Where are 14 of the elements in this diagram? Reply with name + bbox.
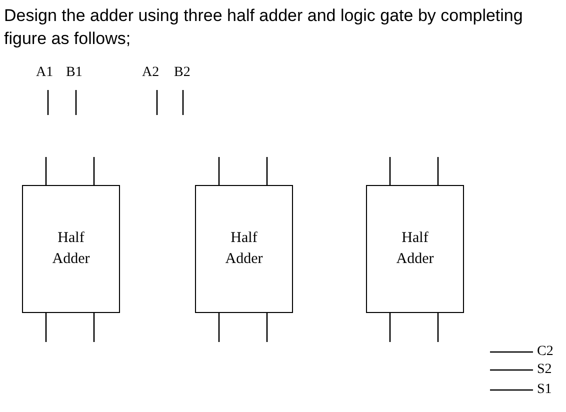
signal-label: S1 — [537, 382, 552, 398]
half-adder-block — [22, 185, 120, 313]
signal-label: C2 — [537, 344, 554, 360]
half-adder-block — [195, 185, 293, 313]
title-text: Design the adder using three half adder and logic gate by completing figure as follows; — [4, 5, 524, 50]
block-label: Half Adder — [51, 229, 91, 269]
signal-label: A2 — [142, 65, 160, 81]
signal-label: S2 — [537, 362, 552, 378]
signal-label: A1 — [36, 65, 54, 81]
block-label: Half Adder — [224, 229, 264, 269]
half-adder-block — [366, 185, 464, 313]
signal-label: B2 — [174, 65, 190, 81]
signal-label: B1 — [66, 65, 82, 81]
block-label: Half Adder — [395, 229, 435, 269]
